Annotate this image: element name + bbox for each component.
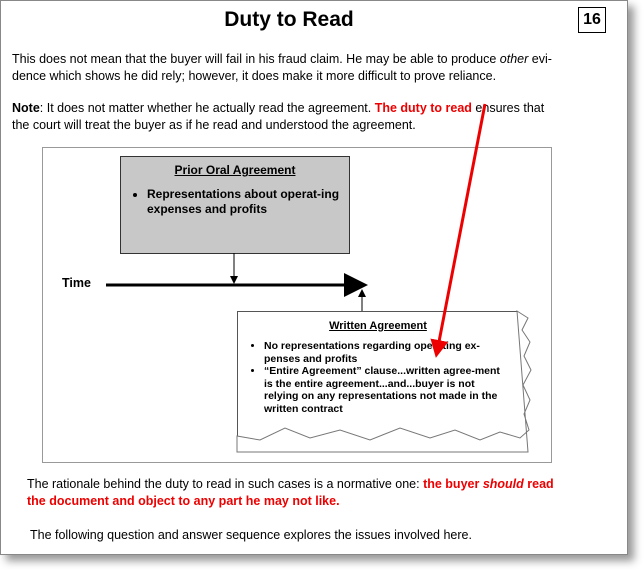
list-item: No representations regarding operating e… (264, 340, 510, 365)
highlight: the buyer (423, 477, 483, 491)
text: : It does not matter whether he actually… (39, 101, 375, 115)
paragraph-rationale: The rationale behind the duty to read in… (27, 476, 607, 510)
time-label: Time (62, 276, 91, 290)
oral-box-title: Prior Oral Agreement (174, 163, 296, 177)
text: the court will treat the buyer as if he … (12, 118, 416, 132)
red-pointer-arrow (430, 103, 487, 358)
highlight: the document and object to any part he m… (27, 494, 340, 508)
list-item: “Entire Agreement” clause...written agre… (264, 365, 510, 415)
text: evi- (528, 52, 552, 66)
paragraph-closing: The following question and answer sequen… (30, 528, 472, 542)
note-label: Note (12, 101, 40, 115)
prior-oral-agreement-box: Prior Oral Agreement Representations abo… (120, 156, 350, 254)
page-number: 16 (578, 7, 606, 33)
text: The rationale behind the duty to read in… (27, 477, 424, 491)
text: This does not mean that the buyer will f… (12, 52, 500, 66)
paragraph-reliance: This does not mean that the buyer will f… (12, 51, 612, 85)
diagram-frame (42, 147, 552, 463)
torn-edge (236, 310, 532, 453)
list-item: Representations about operat-ing expense… (147, 187, 341, 217)
written-box-title: Written Agreement (329, 320, 427, 332)
page-title: Duty to Read (224, 8, 354, 31)
paragraph-note: Note: It does not matter whether he actu… (12, 100, 612, 134)
written-agreement-box: Written Agreement No representations reg… (237, 311, 518, 441)
emphasis: other (499, 52, 529, 66)
highlight: read (523, 477, 554, 491)
text: ensures that (471, 101, 545, 115)
text: dence which shows he did rely; however, … (12, 69, 497, 83)
highlight-duty-to-read: The duty to read (374, 101, 472, 115)
highlight-should: should (482, 477, 524, 491)
